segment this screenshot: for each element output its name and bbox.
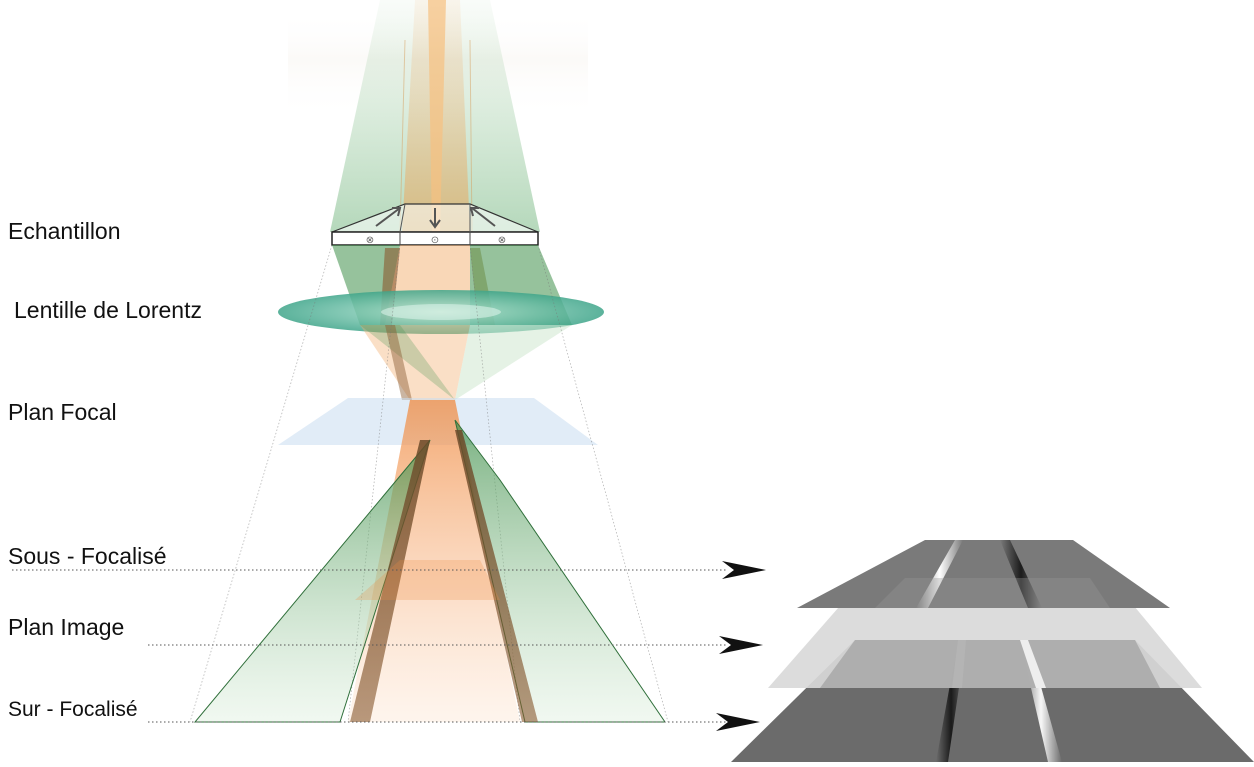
sample-symbol-left: ⊗ — [366, 235, 374, 246]
magnetization-arrow-left — [375, 207, 402, 227]
image-plane-screen — [768, 583, 1202, 688]
diverging-beams — [193, 400, 666, 723]
incoming-beam — [288, 0, 588, 233]
under-focus-label: Sous - Focalisé — [8, 543, 167, 569]
over-focus-label: Sur - Focalisé — [8, 698, 138, 721]
magnetization-arrow-center — [429, 208, 441, 229]
image-plane-arrow-icon — [719, 636, 763, 654]
lens-label: Lentille de Lorentz — [14, 297, 202, 323]
sample-symbol-right: ⊗ — [498, 235, 506, 246]
sample-plate: ⊗ ⊙ ⊗ — [331, 203, 539, 246]
image-plane-label: Plan Image — [8, 614, 125, 640]
over-focus-arrow-icon — [716, 713, 760, 731]
under-focus-screen — [797, 540, 1170, 608]
converging-beams — [360, 325, 572, 400]
lorentz-lens — [278, 290, 604, 334]
magnetization-arrow-right — [469, 207, 496, 227]
level-lines — [12, 569, 728, 723]
under-focus-arrow-icon — [722, 561, 766, 579]
sample-symbol-center: ⊙ — [431, 235, 439, 246]
arrows — [716, 561, 766, 731]
focal-plane-label: Plan Focal — [8, 399, 117, 425]
sample-label: Echantillon — [8, 218, 121, 244]
